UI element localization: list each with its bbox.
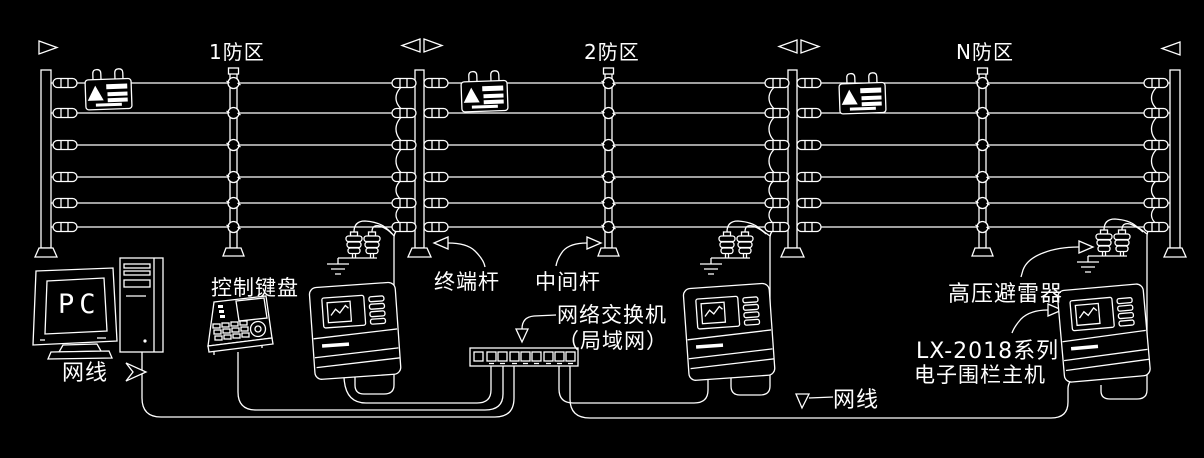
left-open-triangle-icon xyxy=(778,39,798,54)
terminal-pole-arrow-icon xyxy=(432,236,449,250)
lightning-arrester xyxy=(718,231,736,259)
wire-jumpers xyxy=(395,82,1163,228)
zoneN-label: N防区 xyxy=(956,40,1014,64)
pc-screen-label: PC xyxy=(58,289,101,320)
right-open-triangle-icon xyxy=(423,38,443,53)
terminal-pole-2 xyxy=(764,69,822,258)
right-cable-label: 网线 xyxy=(833,388,880,413)
pc-cable-label: 网线 xyxy=(62,361,109,386)
left-open-triangle-icon xyxy=(1161,41,1181,56)
terminal-pole-right xyxy=(1143,69,1188,258)
terminal-pole-label: 终端杆 xyxy=(434,270,500,294)
lightning-arrester xyxy=(345,231,363,259)
middle-pole-arrow-icon xyxy=(586,236,603,250)
left-open-triangle-icon xyxy=(401,38,421,53)
arrester-wiring xyxy=(338,218,1148,259)
pc-tower xyxy=(119,257,164,353)
right-open-triangle-icon xyxy=(800,39,820,54)
zone2-label: 2防区 xyxy=(584,40,640,64)
terminal-pole-left xyxy=(33,69,78,258)
right-cable-arrow-icon xyxy=(795,393,811,410)
network-switch-label-line2: （局域网） xyxy=(558,329,668,353)
warning-sign-zone2 xyxy=(460,69,509,113)
arrester-arrow-icon xyxy=(1078,240,1095,254)
cable-keyboard-to-switch xyxy=(237,352,504,411)
hv-arrester-label: 高压避雷器 xyxy=(948,282,1064,307)
fence-controller-2 xyxy=(682,282,776,382)
pc-monitor xyxy=(32,267,118,360)
network-switch xyxy=(469,347,579,367)
ground-symbol xyxy=(326,257,350,275)
middle-pole-label: 中间杆 xyxy=(535,270,601,294)
lightning-arrester xyxy=(1113,229,1131,257)
cable-controller1-to-switch xyxy=(343,362,492,404)
terminal-pole-1 xyxy=(391,69,449,258)
control-keyboard xyxy=(207,295,274,355)
middle-pole-3 xyxy=(971,67,994,257)
warning-sign-zone1 xyxy=(84,67,133,111)
callout-leaders xyxy=(125,236,1095,410)
lightning-arrester xyxy=(363,231,381,259)
cursor-arrow-icon xyxy=(125,362,148,382)
host-series-label-line1: LX-2018系列 xyxy=(916,339,1060,364)
cable-pc-to-switch xyxy=(141,352,515,418)
middle-pole-2 xyxy=(597,67,620,257)
fence-controller-3 xyxy=(1056,282,1152,384)
middle-pole-1 xyxy=(222,67,245,257)
ground-symbol xyxy=(699,257,723,275)
lightning-arrester xyxy=(1095,229,1113,257)
host-series-label-line2: 电子围栏主机 xyxy=(914,363,1046,387)
right-open-triangle-icon xyxy=(38,40,58,55)
ground-symbol xyxy=(1076,255,1100,273)
control-keyboard-label: 控制键盘 xyxy=(211,276,299,300)
zone1-label: 1防区 xyxy=(209,40,265,64)
fence-controller-1 xyxy=(308,281,402,381)
network-cables xyxy=(141,352,1083,419)
lightning-arrester xyxy=(736,231,754,259)
cable-switch-to-controller2 xyxy=(558,362,709,404)
warning-sign-zoneN xyxy=(838,71,887,115)
switch-arrow-icon xyxy=(514,328,530,344)
network-switch-label-line1: 网络交换机 xyxy=(557,303,667,327)
